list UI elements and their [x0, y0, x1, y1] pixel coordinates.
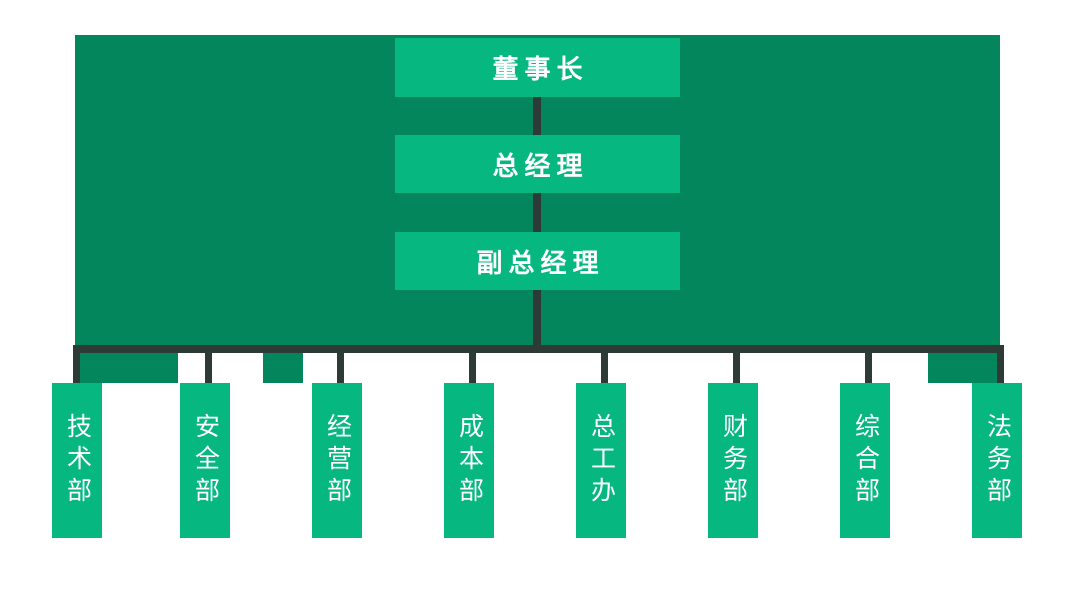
dept-box-general-affairs[interactable]: 综合部	[840, 383, 890, 538]
dept-label-legal: 法务部	[983, 412, 1012, 509]
dept-label-general-affairs: 综合部	[851, 412, 880, 509]
connector-drop-dept-5	[601, 345, 608, 383]
exec-box-chairman[interactable]: 董事长	[395, 38, 680, 97]
connector-drop-dept-4	[469, 345, 476, 383]
dept-label-operations: 经营部	[323, 412, 352, 509]
dept-box-chief-engineer-office[interactable]: 总工办	[576, 383, 626, 538]
exec-box-general-manager[interactable]: 总经理	[395, 135, 680, 193]
exec-label-general-manager: 总经理	[492, 150, 589, 181]
connector-spine	[533, 290, 541, 352]
connector-drop-dept-6	[733, 345, 740, 383]
dept-box-technology[interactable]: 技术部	[52, 383, 102, 538]
dept-box-operations[interactable]: 经营部	[312, 383, 362, 538]
exec-label-chairman: 董事长	[492, 54, 589, 84]
dept-label-chief-engineer-office: 总工办	[587, 412, 616, 509]
connector-horizontal-bus	[75, 345, 1000, 353]
dept-label-finance: 财务部	[719, 412, 748, 509]
dept-label-safety: 安全部	[191, 412, 220, 509]
exec-label-deputy-general-manager: 副总经理	[476, 247, 605, 278]
dept-box-legal[interactable]: 法务部	[972, 383, 1022, 538]
connector-drop-dept-3	[337, 345, 344, 383]
dept-box-cost[interactable]: 成本部	[444, 383, 494, 538]
dept-label-cost: 成本部	[455, 412, 484, 509]
dept-box-safety[interactable]: 安全部	[180, 383, 230, 538]
dept-label-technology: 技术部	[63, 412, 92, 509]
connector-drop-dept-7	[865, 345, 872, 383]
connector-gm-to-deputy-gm	[533, 193, 541, 232]
connector-drop-dept-1	[73, 345, 80, 383]
connector-drop-dept-8	[997, 345, 1004, 383]
dept-box-finance[interactable]: 财务部	[708, 383, 758, 538]
connector-chairman-to-gm	[533, 97, 541, 135]
connector-drop-dept-2	[205, 345, 212, 383]
exec-box-deputy-general-manager[interactable]: 副总经理	[395, 232, 680, 290]
